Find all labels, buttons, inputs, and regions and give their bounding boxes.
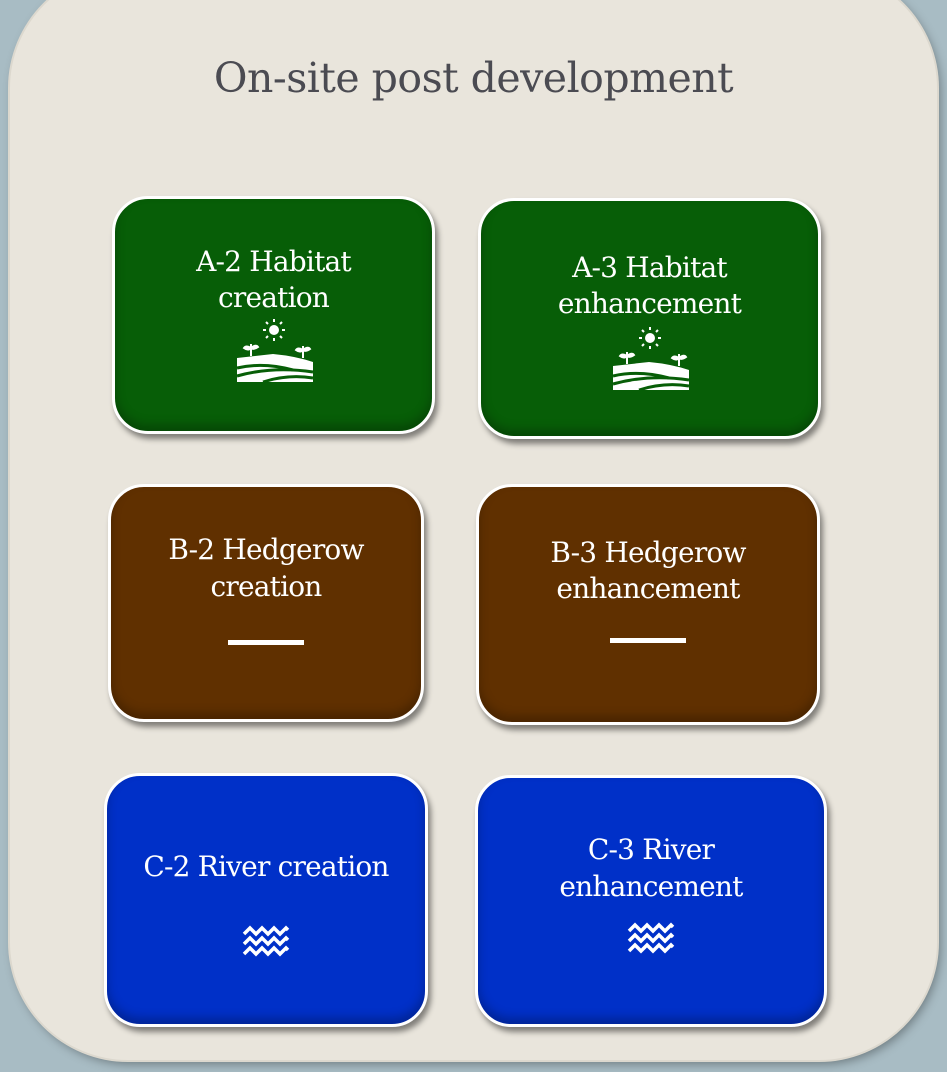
card-b2-label-line1: B-2 Hedgerow — [168, 533, 364, 566]
card-a3-label-line1: A-3 Habitat — [572, 251, 728, 284]
landscape-icon — [236, 319, 313, 384]
card-b2-hedgerow-creation: B-2 Hedgerow creation — [108, 484, 424, 722]
diagram-title: On-site post development — [213, 54, 734, 102]
card-a2-habitat-creation: A-2 Habitat creation — [112, 196, 435, 434]
card-c3-label-line1: C-3 River — [587, 833, 715, 866]
card-a2-label-line1: A-2 Habitat — [196, 245, 352, 278]
card-b3-hedgerow-enhancement: B-3 Hedgerow enhancement — [476, 484, 820, 725]
card-b3-label-line2: enhancement — [556, 572, 740, 605]
card-b3-label-line1: B-3 Hedgerow — [550, 536, 746, 569]
hedgerow-line-icon — [228, 640, 304, 645]
water-waves-icon — [627, 922, 675, 954]
card-b2-label-line2: creation — [210, 570, 322, 603]
card-a3-habitat-enhancement: A-3 Habitat enhancement — [478, 198, 821, 439]
card-a2-label-line2: creation — [217, 281, 330, 314]
card-c3-label-line2: enhancement — [559, 870, 743, 903]
hedgerow-line-icon — [610, 638, 686, 643]
card-c2-label-line1: C-2 River creation — [143, 850, 389, 883]
water-waves-icon — [242, 925, 290, 957]
landscape-icon — [612, 327, 689, 392]
card-a3-label-line2: enhancement — [557, 287, 742, 320]
card-c2-river-creation: C-2 River creation — [104, 773, 428, 1027]
card-c3-river-enhancement: C-3 River enhancement — [475, 775, 827, 1027]
